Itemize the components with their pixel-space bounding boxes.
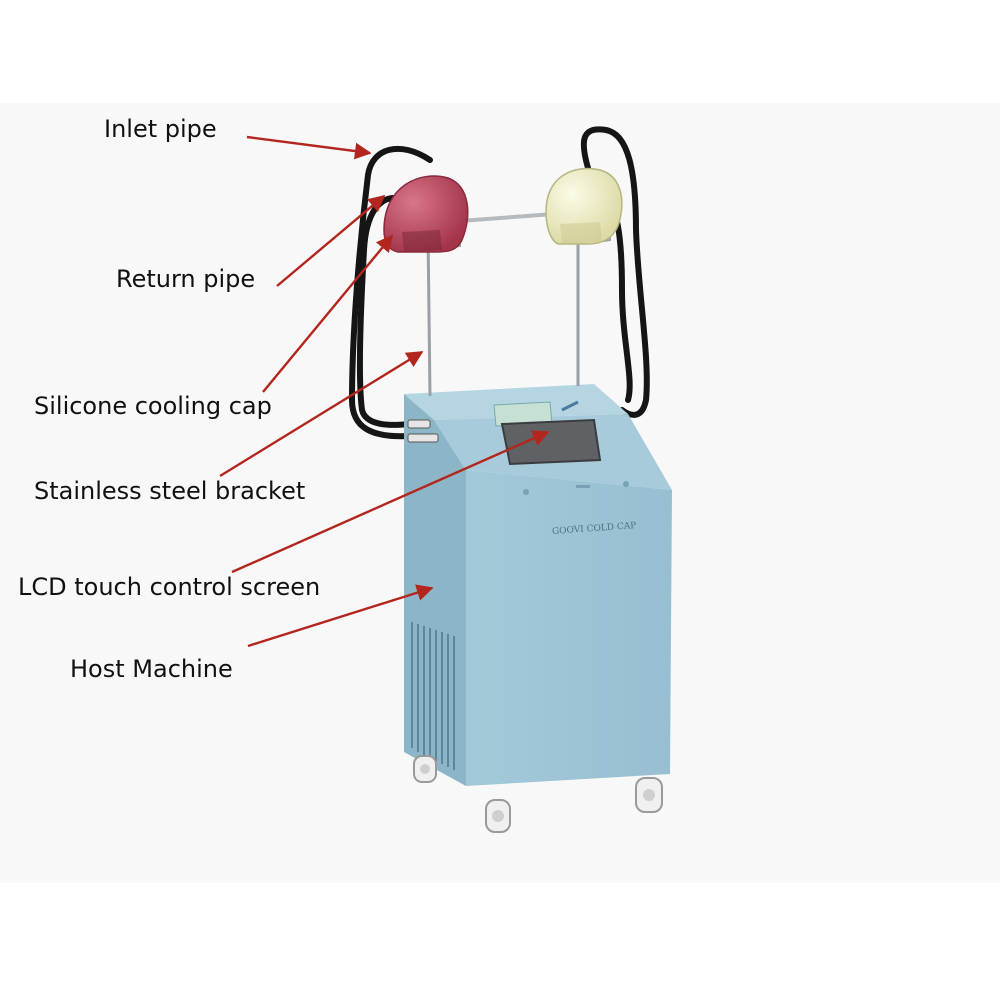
wheel-front-left — [413, 755, 437, 783]
return-pipe-tube — [356, 194, 413, 428]
arrows — [219, 135, 550, 648]
machine-side-panel — [404, 394, 466, 786]
silicone-cooling-cap-cream — [545, 167, 623, 245]
label-return-pipe: Return pipe — [116, 265, 256, 293]
stylus — [561, 400, 579, 412]
arrow-stainless-steel-bracket — [219, 350, 424, 478]
label-lcd-touch-control-screen: LCD touch control screen — [18, 573, 321, 601]
arrow-inlet-pipe — [246, 135, 372, 160]
label-host-machine: Host Machine — [70, 655, 233, 683]
right-outer-tube — [580, 126, 650, 418]
machine-front-panel — [466, 470, 672, 786]
arrow-host-machine — [247, 584, 434, 648]
label-stainless-steel-bracket: Stainless steel bracket — [34, 477, 306, 505]
panel-button-1 — [523, 489, 529, 495]
label-inlet-pipe: Inlet pipe — [104, 115, 217, 143]
arrow-return-pipe — [276, 194, 386, 287]
outlet-connector — [407, 433, 439, 443]
side-vents — [411, 622, 455, 770]
arrow-lcd-touch-control-screen — [231, 430, 550, 574]
host-machine: GOOVI COLD CAP — [404, 384, 672, 833]
wheel-front-center — [485, 799, 511, 833]
label-silicone-cooling-cap: Silicone cooling cap — [34, 392, 272, 420]
silicone-cooling-cap-red — [383, 175, 469, 253]
panel-button-2 — [623, 481, 629, 487]
arrow-silicone-cooling-cap — [262, 234, 394, 393]
lcd-screen — [500, 418, 602, 466]
inlet-connector — [407, 419, 431, 429]
wheel-front-right — [635, 777, 663, 813]
machine-top — [404, 384, 628, 420]
inlet-pipe-tube — [349, 145, 433, 440]
panel-indicator — [576, 485, 590, 488]
